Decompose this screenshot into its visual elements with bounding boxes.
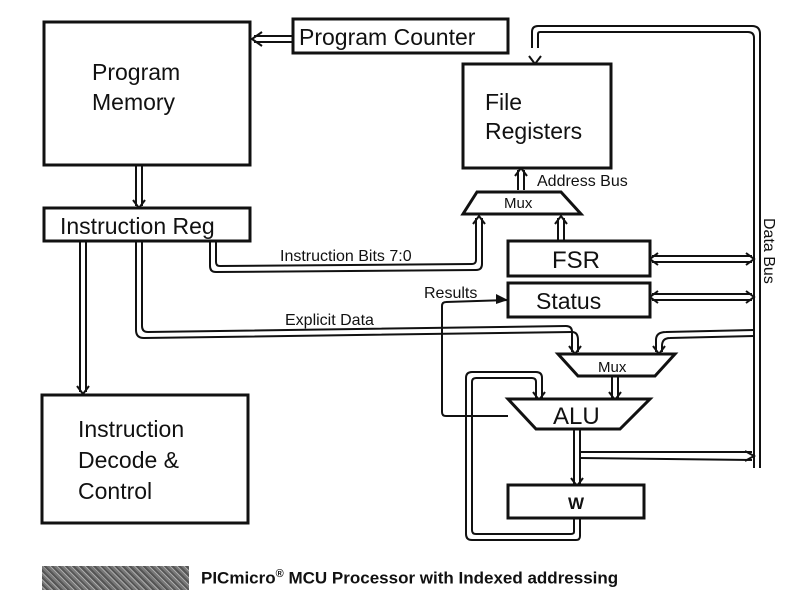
address-mux-label: Mux — [504, 195, 533, 212]
fsr-databus-arrow — [648, 252, 756, 266]
instruction-decode-block — [40, 393, 250, 525]
program-memory-block — [42, 20, 252, 167]
address-mux — [460, 190, 585, 216]
databus-to-mux-path — [652, 329, 755, 356]
w-label: W — [568, 494, 585, 513]
results-label: Results — [424, 285, 477, 302]
figure-caption: PICmicro® MCU Processor with Indexed add… — [42, 566, 618, 590]
memory-to-ir-arrow — [132, 166, 146, 210]
file-registers-block — [461, 62, 613, 170]
address-bus-label: Address Bus — [537, 173, 628, 190]
ir-to-decode-arrow — [76, 242, 90, 396]
pc-to-memory-arrow — [250, 31, 292, 47]
status-block — [506, 281, 652, 319]
instruction-bits-label: Instruction Bits 7:0 — [280, 248, 412, 265]
instruction-reg-label: Instruction Reg — [60, 213, 215, 239]
figure-title-rest: MCU Processor with Indexed addressing — [283, 568, 619, 588]
program-counter-block — [291, 17, 510, 55]
decode-label-1: Instruction — [78, 416, 184, 442]
fsr-label: FSR — [552, 247, 600, 274]
registered-mark: ® — [275, 567, 284, 580]
program-memory-label-1: Program — [92, 59, 180, 85]
alu-label: ALU — [553, 403, 600, 430]
alu — [504, 397, 654, 431]
file-registers-label-2: Registers — [485, 118, 582, 144]
figure-title-main: PICmicro — [201, 568, 276, 588]
fsr-to-mux-arrow — [554, 214, 568, 240]
figure-title: PICmicro® MCU Processor with Indexed add… — [201, 568, 618, 589]
status-databus-arrow — [648, 290, 756, 304]
program-counter-label: Program Counter — [299, 24, 476, 50]
alu-input-mux — [554, 352, 679, 378]
instruction-reg-block — [42, 206, 252, 243]
decode-label-3: Control — [78, 478, 152, 504]
data-bus-label: Data Bus — [760, 218, 777, 284]
mux-to-file-registers-arrow — [514, 166, 528, 190]
status-label: Status — [536, 288, 601, 314]
alu-mux-label: Mux — [598, 359, 627, 376]
figure-number-tag — [42, 566, 189, 590]
w-register-block — [506, 483, 646, 520]
file-registers-label-1: File — [485, 89, 522, 115]
results-path — [441, 294, 509, 417]
alu-output-path — [570, 428, 757, 488]
data-bus-line — [531, 25, 761, 468]
program-memory-label-2: Memory — [92, 89, 176, 115]
fsr-block — [506, 239, 652, 278]
mux-to-alu-arrow — [608, 376, 622, 402]
instruction-bits-path — [209, 214, 486, 274]
decode-label-2: Decode & — [78, 447, 179, 473]
explicit-data-label: Explicit Data — [285, 312, 374, 329]
